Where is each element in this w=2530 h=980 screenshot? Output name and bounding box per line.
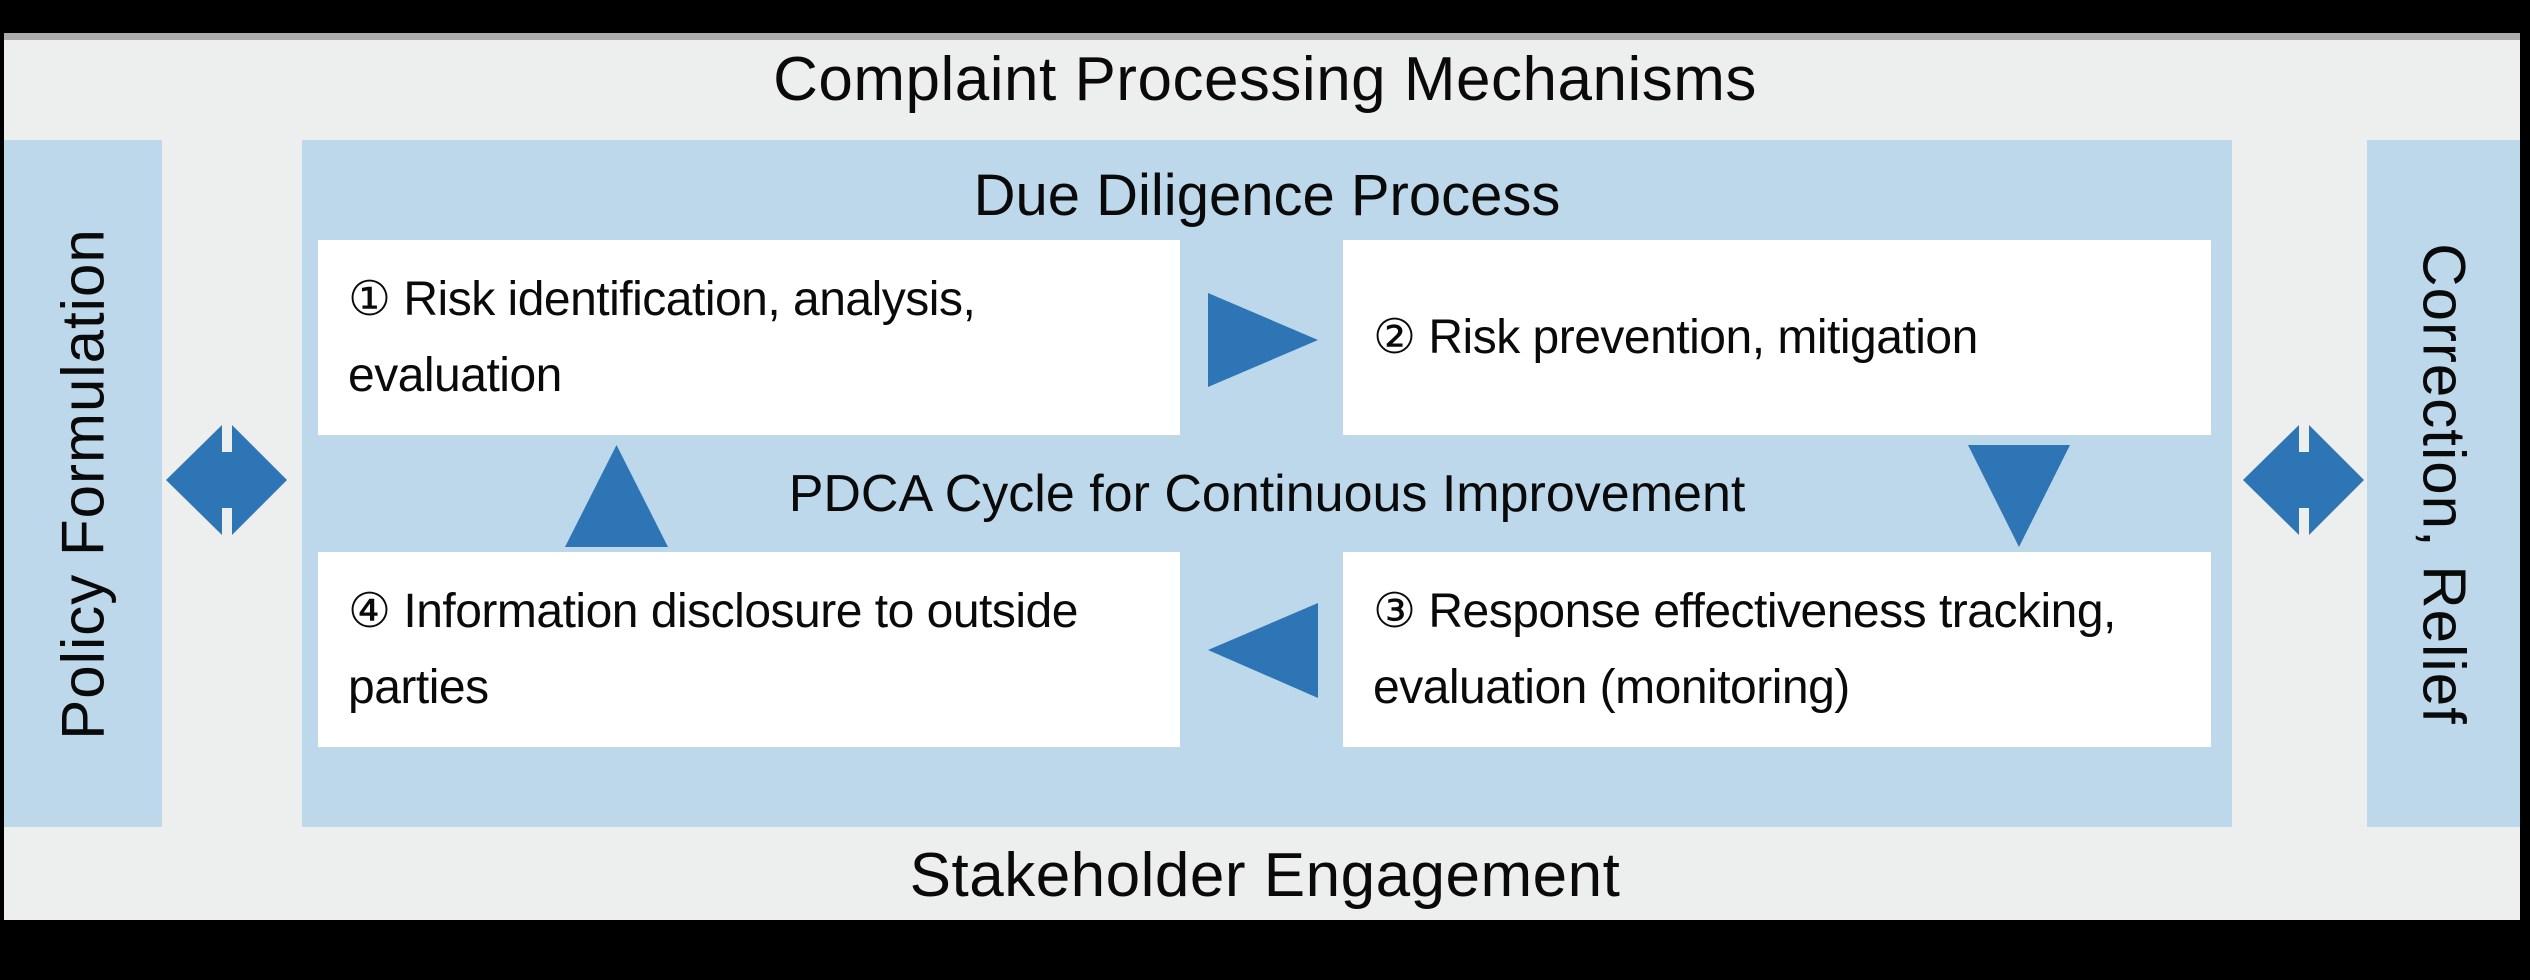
correction-relief-bar: Correction, Relief — [2367, 140, 2520, 827]
step-3-line-1: ③ Response effectiveness tracking, — [1373, 584, 2116, 638]
step-box-1: ① Risk identification, analysis, evaluat… — [318, 240, 1180, 435]
step-4-line-2: parties — [348, 660, 489, 714]
policy-formulation-bar: Policy Formulation — [4, 140, 162, 827]
top-divider-line — [4, 33, 2520, 40]
correction-relief-label: Correction, Relief — [2410, 242, 2477, 725]
step-1-line-2: evaluation — [348, 348, 562, 402]
step-box-3: ③ Response effectiveness tracking, evalu… — [1343, 552, 2211, 747]
page-title: Complaint Processing Mechanisms — [773, 44, 1757, 114]
step-3-line-2: evaluation (monitoring) — [1373, 660, 1850, 714]
step-1-line-1: ① Risk identification, analysis, — [348, 272, 976, 326]
step-box-4: ④ Information disclosure to outside part… — [318, 552, 1180, 747]
stakeholder-engagement-title: Stakeholder Engagement — [909, 840, 1621, 910]
step-box-2: ② Risk prevention, mitigation — [1343, 240, 2211, 435]
pdca-cycle-label: PDCA Cycle for Continuous Improvement — [788, 464, 1746, 523]
step-4-line-1: ④ Information disclosure to outside — [348, 584, 1078, 638]
policy-formulation-label: Policy Formulation — [49, 227, 117, 740]
step-2-line-1: ② Risk prevention, mitigation — [1373, 310, 1978, 364]
due-diligence-title: Due Diligence Process — [973, 162, 1561, 228]
